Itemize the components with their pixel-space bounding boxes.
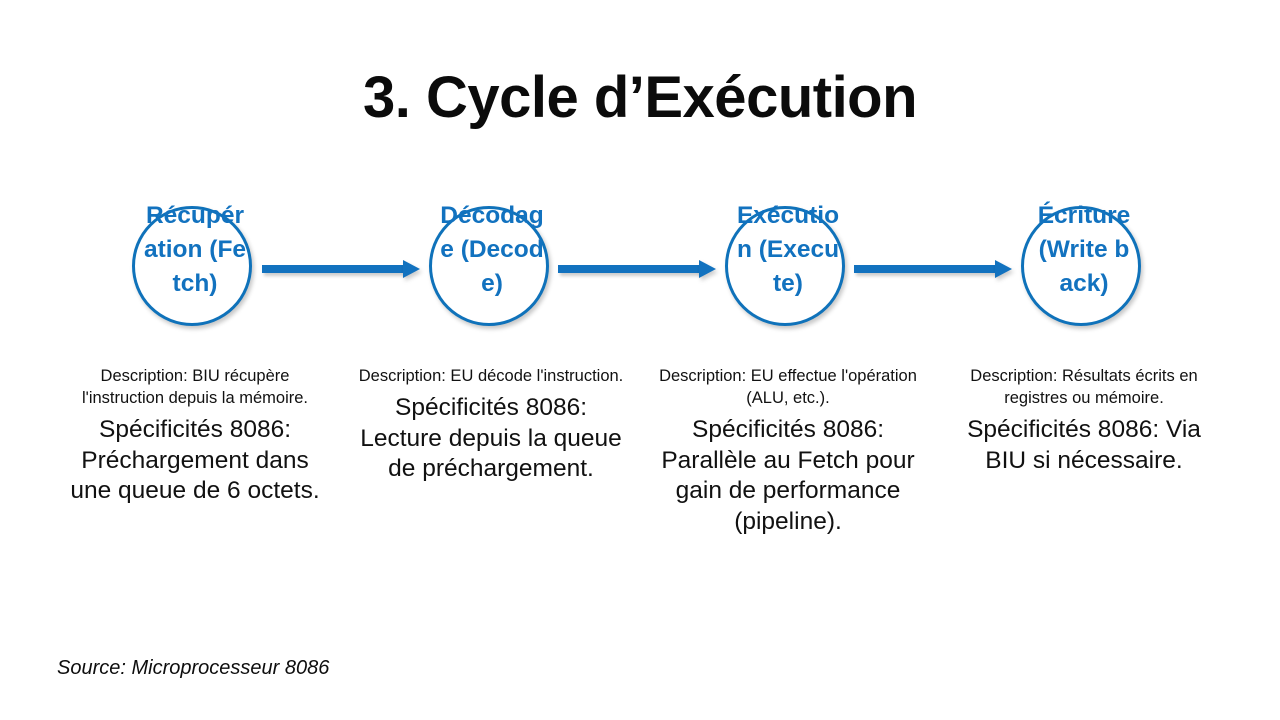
node-circle-shape <box>429 206 549 326</box>
process-node-fetch[interactable]: Récupération (Fetch) <box>132 202 258 332</box>
arrow-shaft <box>558 265 701 273</box>
stage-specification: Spécificités 8086: Via BIU si nécessaire… <box>967 416 1201 474</box>
stage-description: Description: EU effectue l'opération (AL… <box>659 367 917 407</box>
stage-text-writeback: Description: Résultats écrits en registr… <box>949 365 1219 476</box>
stage-text-decode: Description: EU décode l'instruction. Sp… <box>356 365 626 485</box>
stage-text-execute: Description: EU effectue l'opération (AL… <box>653 365 923 537</box>
node-label-execute: Exécution (Execute) <box>736 202 840 297</box>
process-node-writeback[interactable]: Écriture (Write back) <box>1021 202 1147 332</box>
stage-description: Description: EU décode l'instruction. <box>358 367 624 385</box>
arrow-head <box>403 260 420 278</box>
stage-description: Description: BIU récupère l'instruction … <box>82 367 308 407</box>
node-circle-shape <box>725 206 845 326</box>
arrow-shaft <box>854 265 997 273</box>
arrow-shaft <box>262 265 405 273</box>
stage-specification: Spécificités 8086: Préchargement dans un… <box>70 416 320 504</box>
arrow-right-icon-decode-to-execute <box>558 258 718 280</box>
node-circle-shape <box>132 206 252 326</box>
stage-specification: Spécificités 8086: Lecture depuis la que… <box>360 394 622 482</box>
node-circle-shape <box>1021 206 1141 326</box>
node-label-decode: Décodage (Decode) <box>440 202 544 297</box>
stage-specification: Spécificités 8086: Parallèle au Fetch po… <box>661 416 915 535</box>
stage-description: Description: Résultats écrits en registr… <box>970 367 1198 407</box>
process-node-decode[interactable]: Décodage (Decode) <box>429 202 555 332</box>
node-label-fetch: Récupération (Fetch) <box>143 202 247 297</box>
arrow-right-icon-execute-to-writeback <box>854 258 1014 280</box>
page-title: 3. Cycle d’Exécution <box>362 65 918 130</box>
arrow-head <box>995 260 1012 278</box>
arrow-head <box>699 260 716 278</box>
stage-text-fetch: Description: BIU récupère l'instruction … <box>60 365 330 507</box>
arrow-right-icon-fetch-to-decode <box>262 258 422 280</box>
node-label-writeback: Écriture (Write back) <box>1037 202 1138 297</box>
process-node-execute[interactable]: Exécution (Execute) <box>725 202 851 332</box>
source-note: Source: Microprocesseur 8086 <box>57 657 330 679</box>
